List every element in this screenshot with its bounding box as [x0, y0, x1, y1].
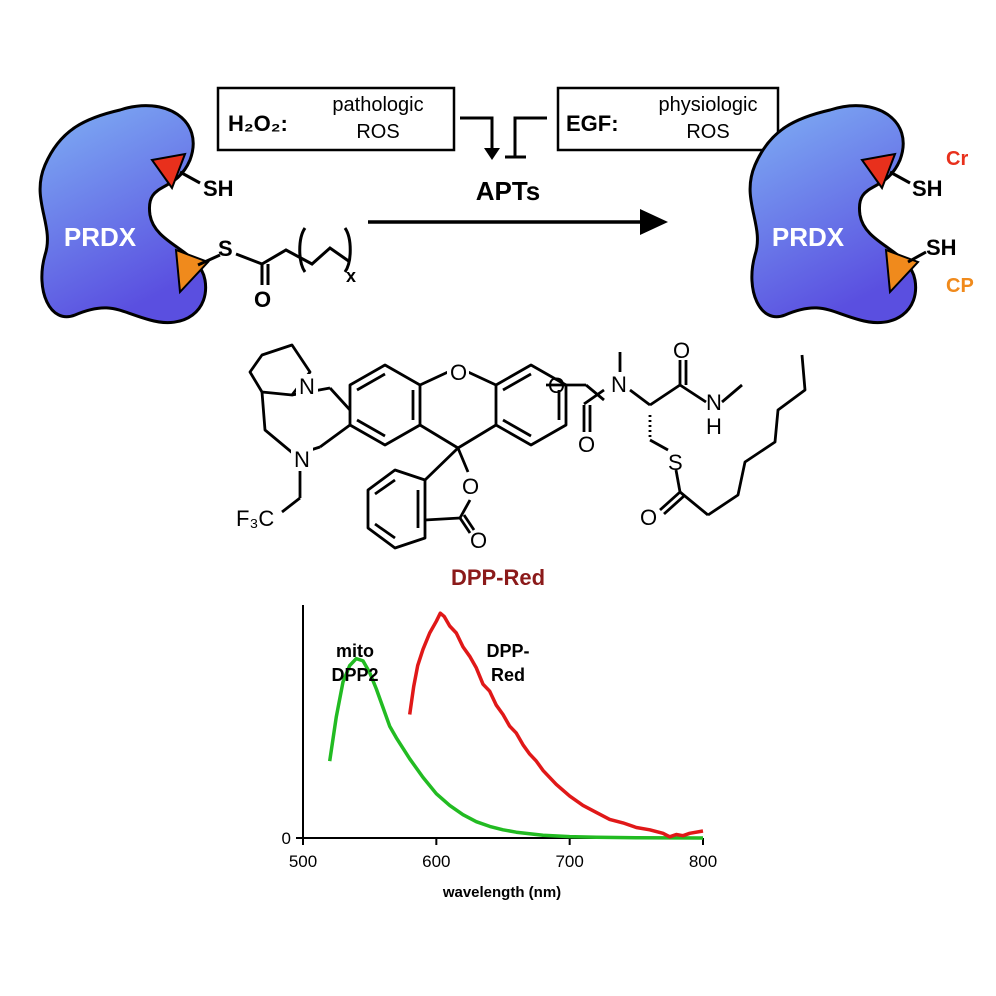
left-prdx-label: PRDX [64, 222, 137, 252]
activation-arrow [460, 116, 494, 150]
atom-o-carbamate-co: O [578, 432, 595, 457]
right-prdx-protein: PRDX SH Cr SH CP [748, 104, 974, 325]
left-subscript-x: x [346, 266, 356, 286]
series-label-green-line1: mito [336, 641, 374, 661]
h2o2-line1: pathologic [332, 94, 423, 116]
right-sh-bottom: SH [926, 235, 957, 260]
atom-f3c: F₃C [236, 506, 274, 531]
atom-o-lactone-carbonyl: O [470, 528, 487, 553]
x-tick-label: 800 [689, 852, 717, 871]
h2o2-line2: ROS [356, 121, 399, 143]
molecule-atom-labels: N N F₃C O O O O O N O N H S O [236, 338, 722, 553]
series-line-mito-dpp2 [327, 656, 704, 840]
egf-line2: ROS [686, 121, 729, 143]
atom-n1: N [299, 374, 315, 399]
atom-s: S [668, 450, 683, 475]
left-cr-marker [150, 152, 187, 191]
atom-o-carbamate: O [548, 373, 565, 398]
molecule-name: DPP-Red [451, 565, 545, 590]
x-tick-label: 700 [555, 852, 583, 871]
atom-o-bridge: O [450, 360, 467, 385]
left-thioester-o: O [254, 287, 271, 312]
cr-label: Cr [946, 148, 968, 170]
left-cp-marker [174, 248, 210, 295]
h2o2-box: H₂O₂: pathologic ROS [216, 86, 456, 152]
atom-o-amide: O [673, 338, 690, 363]
series-label-green-line2: DPP2 [331, 665, 378, 685]
activation-arrowhead [484, 148, 500, 160]
right-prdx-label: PRDX [772, 222, 845, 252]
h2o2-label: H₂O₂: [228, 111, 288, 136]
atom-o-lactone: O [462, 474, 479, 499]
left-sh-label: SH [203, 176, 234, 201]
egf-box: EGF: physiologic ROS [556, 86, 780, 152]
x-tick-label: 600 [422, 852, 450, 871]
inhibition-line [513, 116, 547, 156]
cp-label: CP [946, 275, 974, 297]
reaction-arrowhead [640, 209, 668, 235]
series-line-dpp-red [407, 611, 704, 839]
y-tick-label: 0 [282, 829, 291, 848]
egf-line1: physiologic [659, 94, 758, 116]
left-thioester-s: S [218, 236, 233, 261]
left-prdx-protein: PRDX SH S O x [38, 104, 356, 325]
series-label-red-line2: Red [491, 665, 525, 685]
right-sh-top: SH [912, 176, 943, 201]
dpp-red-structure [248, 343, 807, 550]
x-tick-label: 500 [289, 852, 317, 871]
atom-n-carbamate: N [611, 372, 627, 397]
right-cr-marker [860, 152, 897, 191]
atom-h: H [706, 414, 722, 439]
series-label-red-line1: DPP- [486, 641, 529, 661]
x-axis-label: wavelength (nm) [442, 884, 561, 901]
apts-label: APTs [476, 176, 541, 206]
emission-spectra-chart: 500 600 700 800 0 wavelength (nm) mito DPP2… [282, 605, 717, 901]
atom-o-thioester: O [640, 505, 657, 530]
egf-label: EGF: [566, 111, 619, 136]
atom-n2: N [294, 447, 310, 472]
atom-nh: N [706, 390, 722, 415]
